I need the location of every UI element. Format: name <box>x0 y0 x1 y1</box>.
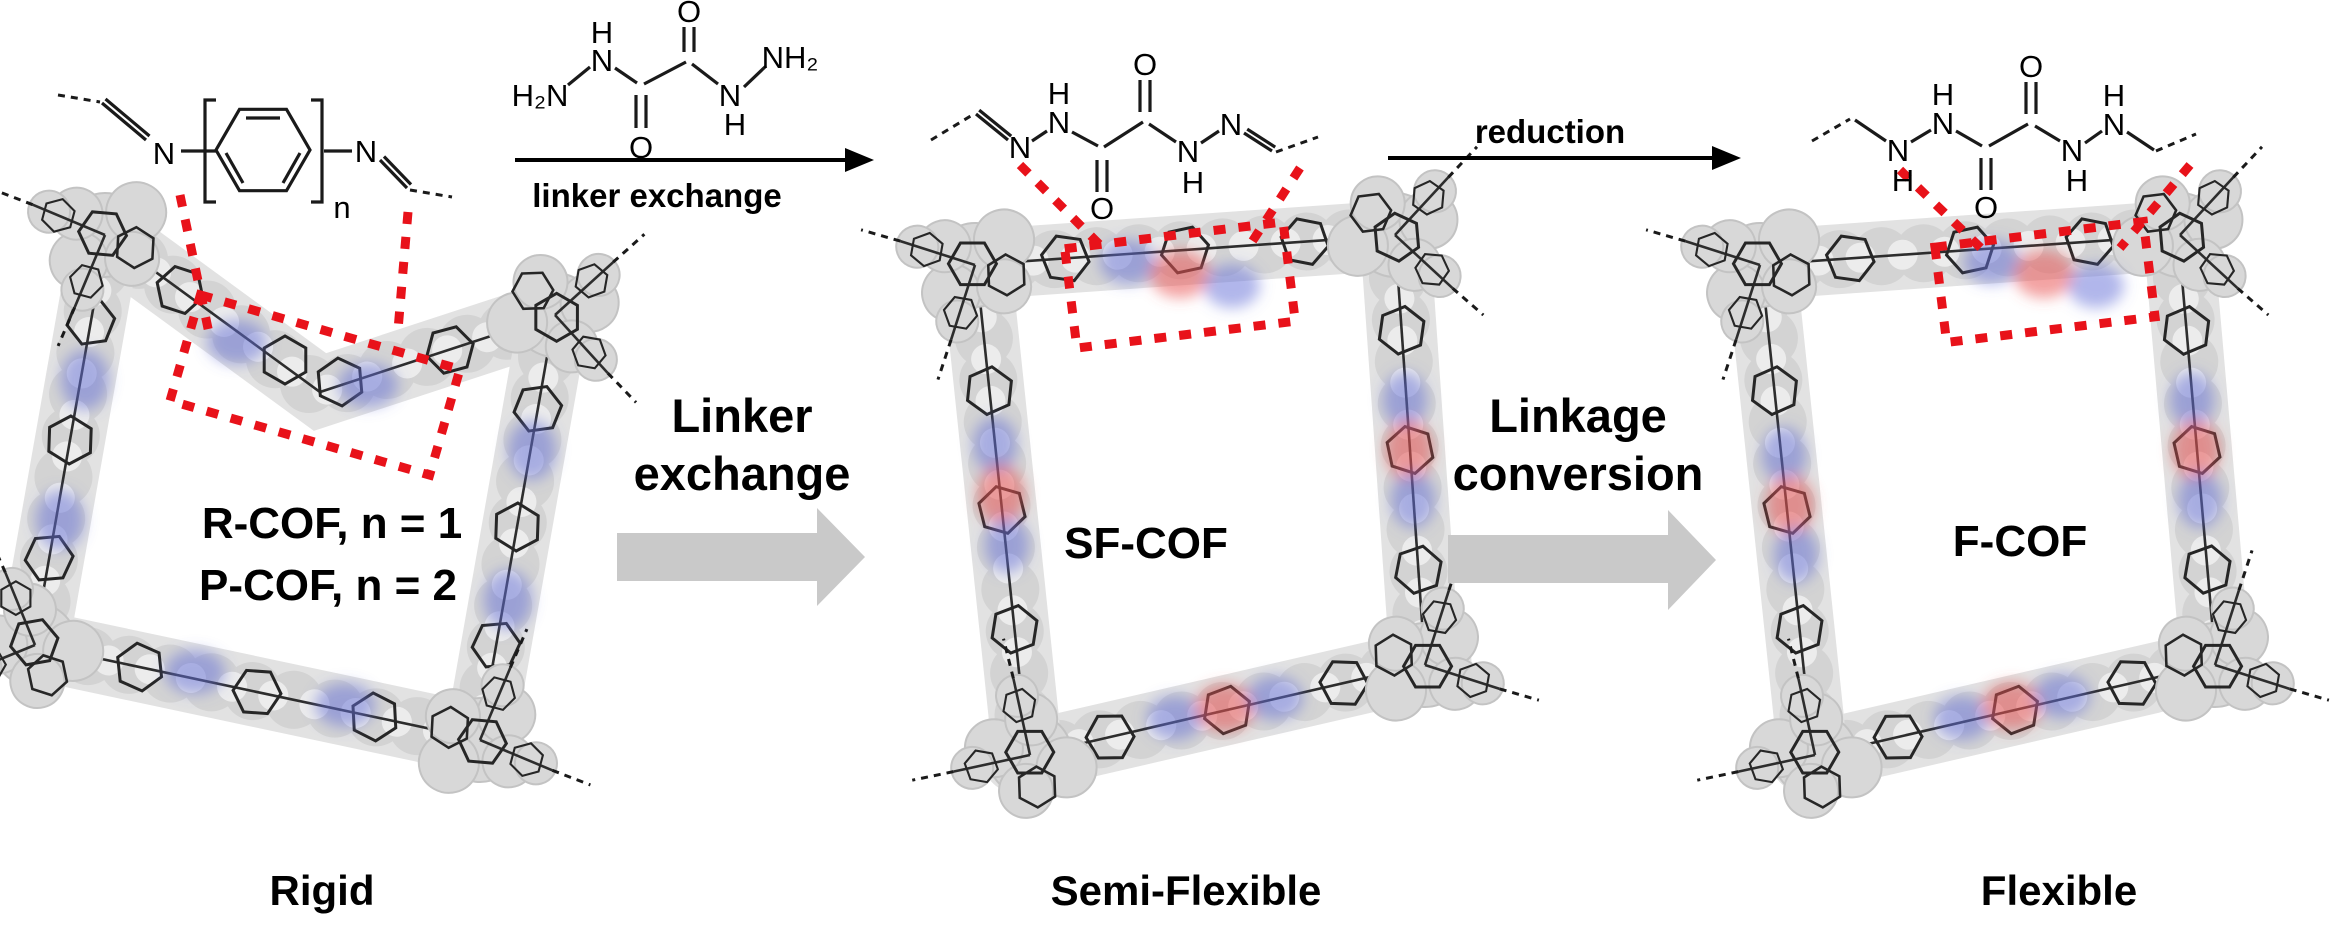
linkage-conversion-transition: Linkage conversion <box>1448 389 1716 610</box>
rigid-label: Rigid <box>270 867 375 914</box>
atom-label-h: H <box>1048 76 1070 111</box>
rcof-framework <box>0 148 665 826</box>
rcof-label: R-COF, n = 1 <box>202 499 462 548</box>
oxalyl-dihydrazide-structure: H₂N H N O O N H NH₂ <box>512 0 819 165</box>
rcof-top-edge <box>70 200 590 431</box>
bracket-right <box>311 98 324 204</box>
atom-label-h: H <box>1182 165 1204 200</box>
sfcof-linkage-glows <box>973 240 1435 740</box>
sfcof-framework <box>861 135 1539 871</box>
imine-fragment-structure: N n N <box>57 93 453 225</box>
atom-label-h: H <box>591 15 613 50</box>
atom-label-o: O <box>1133 47 1157 82</box>
atom-label-o: O <box>677 0 701 29</box>
linker-exchange-reaction-arrow: linker exchange <box>515 148 874 214</box>
atom-label-n: N <box>153 136 175 171</box>
atom-label-h: H <box>724 107 746 142</box>
atom-label-o: O <box>1974 190 1998 225</box>
linkage-conversion-line1: Linkage <box>1489 389 1667 442</box>
linkage-conversion-line2: conversion <box>1453 447 1704 500</box>
pcof-label: P-COF, n = 2 <box>199 561 457 610</box>
atom-label-h: H <box>1932 77 1954 112</box>
atom-label-n: N <box>2103 107 2125 142</box>
reduced-hydrazide-fragment-structure: N H H N O O N H H N <box>1811 49 2197 225</box>
sfcof-label: SF-COF <box>1064 519 1228 568</box>
atom-label-h: H <box>2103 78 2125 113</box>
linker-exchange-line2: exchange <box>634 447 851 500</box>
rcof-imine-glows <box>36 320 556 727</box>
atom-label-n: N <box>355 134 377 169</box>
linker-exchange-arrow-label: linker exchange <box>532 177 781 214</box>
fcof-linkage-glows <box>1762 240 2222 740</box>
semi-flexible-label: Semi-Flexible <box>1051 867 1322 914</box>
atom-label-h2n: H₂N <box>512 78 569 113</box>
linker-exchange-transition: Linker exchange <box>617 389 865 606</box>
linker-exchange-block-arrow <box>617 508 865 606</box>
atom-label-h: H <box>1892 163 1914 198</box>
flexible-label: Flexible <box>1981 867 2137 914</box>
fcof-framework <box>1646 135 2329 871</box>
repeat-subscript: n <box>333 190 350 225</box>
reduction-reaction-arrow: reduction <box>1388 113 1741 170</box>
atom-label-n: N <box>1048 105 1070 140</box>
atom-label-n: N <box>591 43 613 78</box>
atom-label-h: H <box>2066 163 2088 198</box>
atom-label-nh2: NH₂ <box>762 40 819 75</box>
bracket-left <box>203 98 216 204</box>
atom-label-n: N <box>1932 106 1954 141</box>
acylhydrazone-fragment-structure: N H N O O N H N <box>930 47 1319 226</box>
atom-label-o: O <box>1090 191 1114 226</box>
sfcof-callout <box>1016 161 1304 354</box>
atom-label-n: N <box>1887 133 1909 168</box>
atom-label-n: N <box>719 78 741 113</box>
fcof-label: F-COF <box>1953 517 2087 566</box>
linkage-conversion-block-arrow <box>1448 510 1716 610</box>
reduction-arrow-label: reduction <box>1475 113 1625 150</box>
atom-label-o: O <box>2019 49 2043 84</box>
fcof-callout <box>1896 162 2194 348</box>
linker-exchange-line1: Linker <box>671 389 812 442</box>
atom-label-n: N <box>1009 130 1031 165</box>
atom-label-n: N <box>1177 134 1199 169</box>
atom-label-n: N <box>2061 133 2083 168</box>
atom-label-n: N <box>1220 107 1242 142</box>
